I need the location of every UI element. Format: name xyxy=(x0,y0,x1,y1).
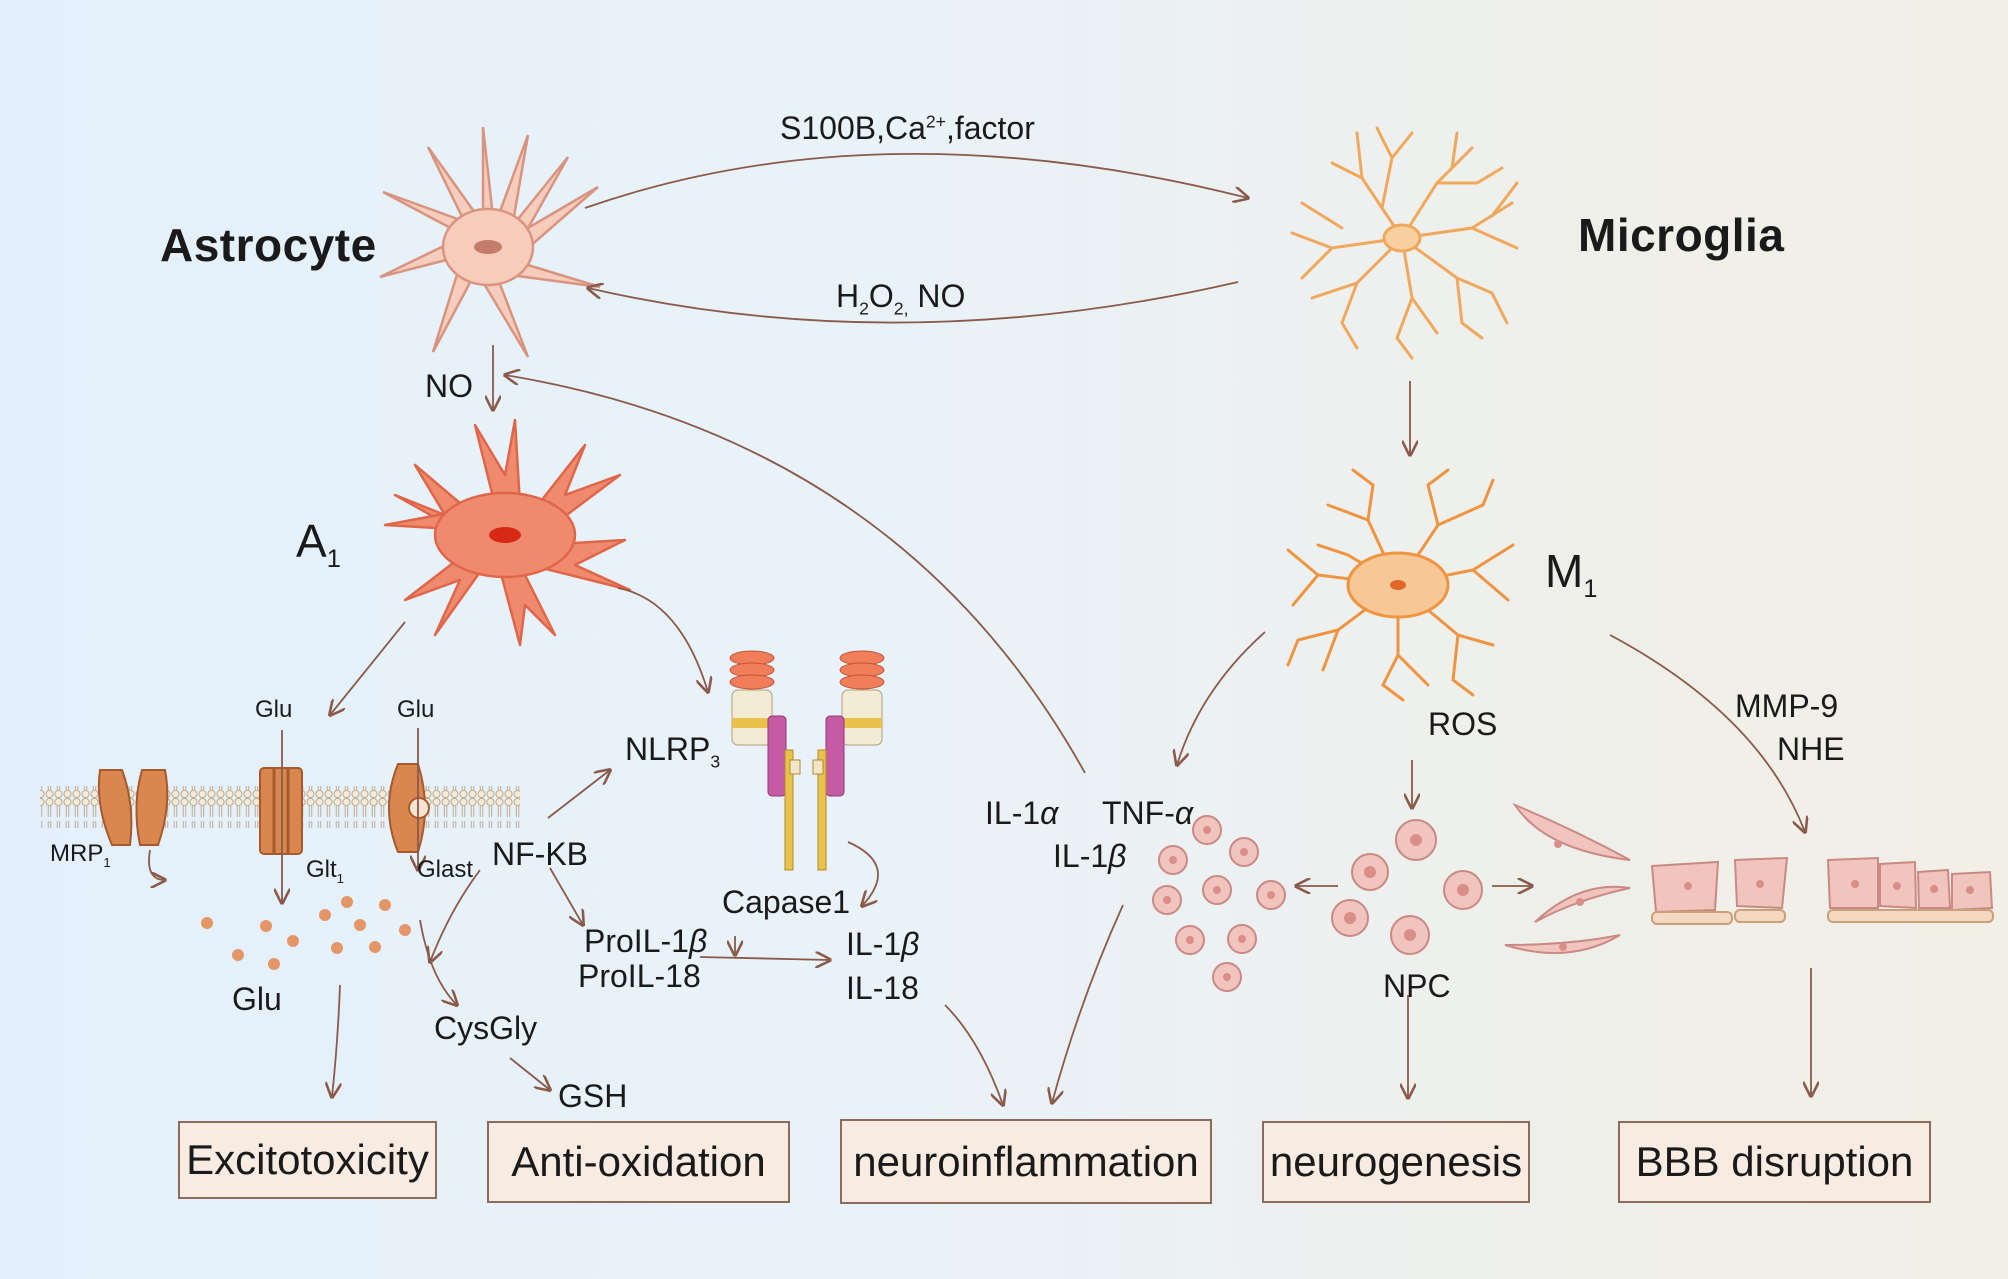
tnfa-label: TNF-α xyxy=(1102,795,1194,831)
il1a-label: IL-1α xyxy=(985,795,1059,831)
mrp1-label: MRP1 xyxy=(50,840,111,870)
arrow-capase-loop xyxy=(847,841,879,906)
inflammatory-cells xyxy=(1152,815,1286,992)
outcome-antioxidation: Anti-oxidation xyxy=(487,1121,790,1203)
glu-left-label: Glu xyxy=(255,696,293,723)
gsh-label: GSH xyxy=(558,1078,628,1114)
il1b-label: IL-1β xyxy=(846,926,920,962)
outcome-neuroinflammation: neuroinflammation xyxy=(840,1119,1212,1204)
outcome-excitotoxicity: Excitotoxicity xyxy=(178,1121,437,1199)
capase1-label: Capase1 xyxy=(722,884,851,920)
arrow-microglia-to-astrocyte xyxy=(588,281,1239,324)
arrows xyxy=(148,152,1811,1105)
a1-astrocyte-cell xyxy=(383,418,632,647)
glu-right-label: Glu xyxy=(397,696,435,723)
glu-bottom-label: Glu xyxy=(232,981,282,1017)
glast-label: Glast xyxy=(417,856,474,883)
npc-label: NPC xyxy=(1383,968,1451,1004)
h2o2-no-label: H2O2, NO xyxy=(836,278,966,319)
cysgly-label: CysGly xyxy=(434,1010,538,1046)
glu-dots xyxy=(201,896,411,970)
outcome-neurogenesis: neurogenesis xyxy=(1262,1121,1530,1203)
il18-label: IL-18 xyxy=(846,970,919,1006)
arrow-inflammation-to-no xyxy=(505,375,1086,774)
il1b-m1-label: IL-1β xyxy=(1053,838,1127,874)
arrow-astrocyte-to-microglia xyxy=(584,152,1248,209)
m1-label: M1 xyxy=(1545,545,1598,604)
arrow-il1b-to-neuroinflammation xyxy=(1052,904,1124,1103)
arrow-m1-to-bbb xyxy=(1609,634,1805,832)
arrow-a1-to-nlrp3 xyxy=(617,587,708,692)
arrow-glast-to-cysgly xyxy=(419,919,457,1005)
inflammatory-cell-nuclei xyxy=(1163,826,1275,981)
astrocyte-cell xyxy=(379,126,601,358)
glt1-label: Glt1 xyxy=(306,856,345,886)
astrocyte-label: Astrocyte xyxy=(160,219,377,271)
mrp1-transporter xyxy=(97,769,169,846)
inflammasome-complex xyxy=(729,650,885,871)
arrow-glu-to-excitotoxicity xyxy=(332,984,340,1097)
arrow-nfkb-to-glu xyxy=(430,869,481,962)
a1-label: A1 xyxy=(296,515,341,574)
nfkb-label: NF-KB xyxy=(492,836,588,872)
arrow-nfkb-to-nlrp3 xyxy=(547,770,610,819)
bbb-endothelium xyxy=(1650,856,1994,925)
nhe-label: NHE xyxy=(1777,731,1845,767)
microglia-label: Microglia xyxy=(1578,209,1785,261)
arrow-proil-to-il xyxy=(699,957,830,960)
npc-cell-nuclei xyxy=(1344,834,1469,941)
arrow-m1-to-il xyxy=(1177,631,1266,765)
arrow-mrp1-out xyxy=(148,849,165,880)
mmp9-label: MMP-9 xyxy=(1735,688,1839,724)
arrow-nfkb-to-proil xyxy=(549,867,583,925)
arrow-cysgly-to-gsh xyxy=(509,1057,550,1090)
glast-transporter xyxy=(388,763,430,853)
migrating-cells xyxy=(1504,802,1631,954)
arrow-a1-to-glu xyxy=(330,621,406,715)
ros-label: ROS xyxy=(1428,706,1498,742)
glt1-transporter xyxy=(259,767,303,855)
s100b-label: S100B,Ca2+,factor xyxy=(780,110,1035,146)
nlrp3-label: NLRP3 xyxy=(625,731,721,772)
proil18-label: ProIL-18 xyxy=(578,958,701,994)
m1-microglia-cell xyxy=(1286,468,1515,702)
arrow-il-to-neuroinflammation xyxy=(944,1004,1003,1105)
proil1b-label: ProIL-1β xyxy=(584,923,708,959)
microglia-cell xyxy=(1290,126,1519,360)
outcome-bbb-disruption: BBB disruption xyxy=(1618,1121,1931,1203)
no-label: NO xyxy=(425,368,473,404)
